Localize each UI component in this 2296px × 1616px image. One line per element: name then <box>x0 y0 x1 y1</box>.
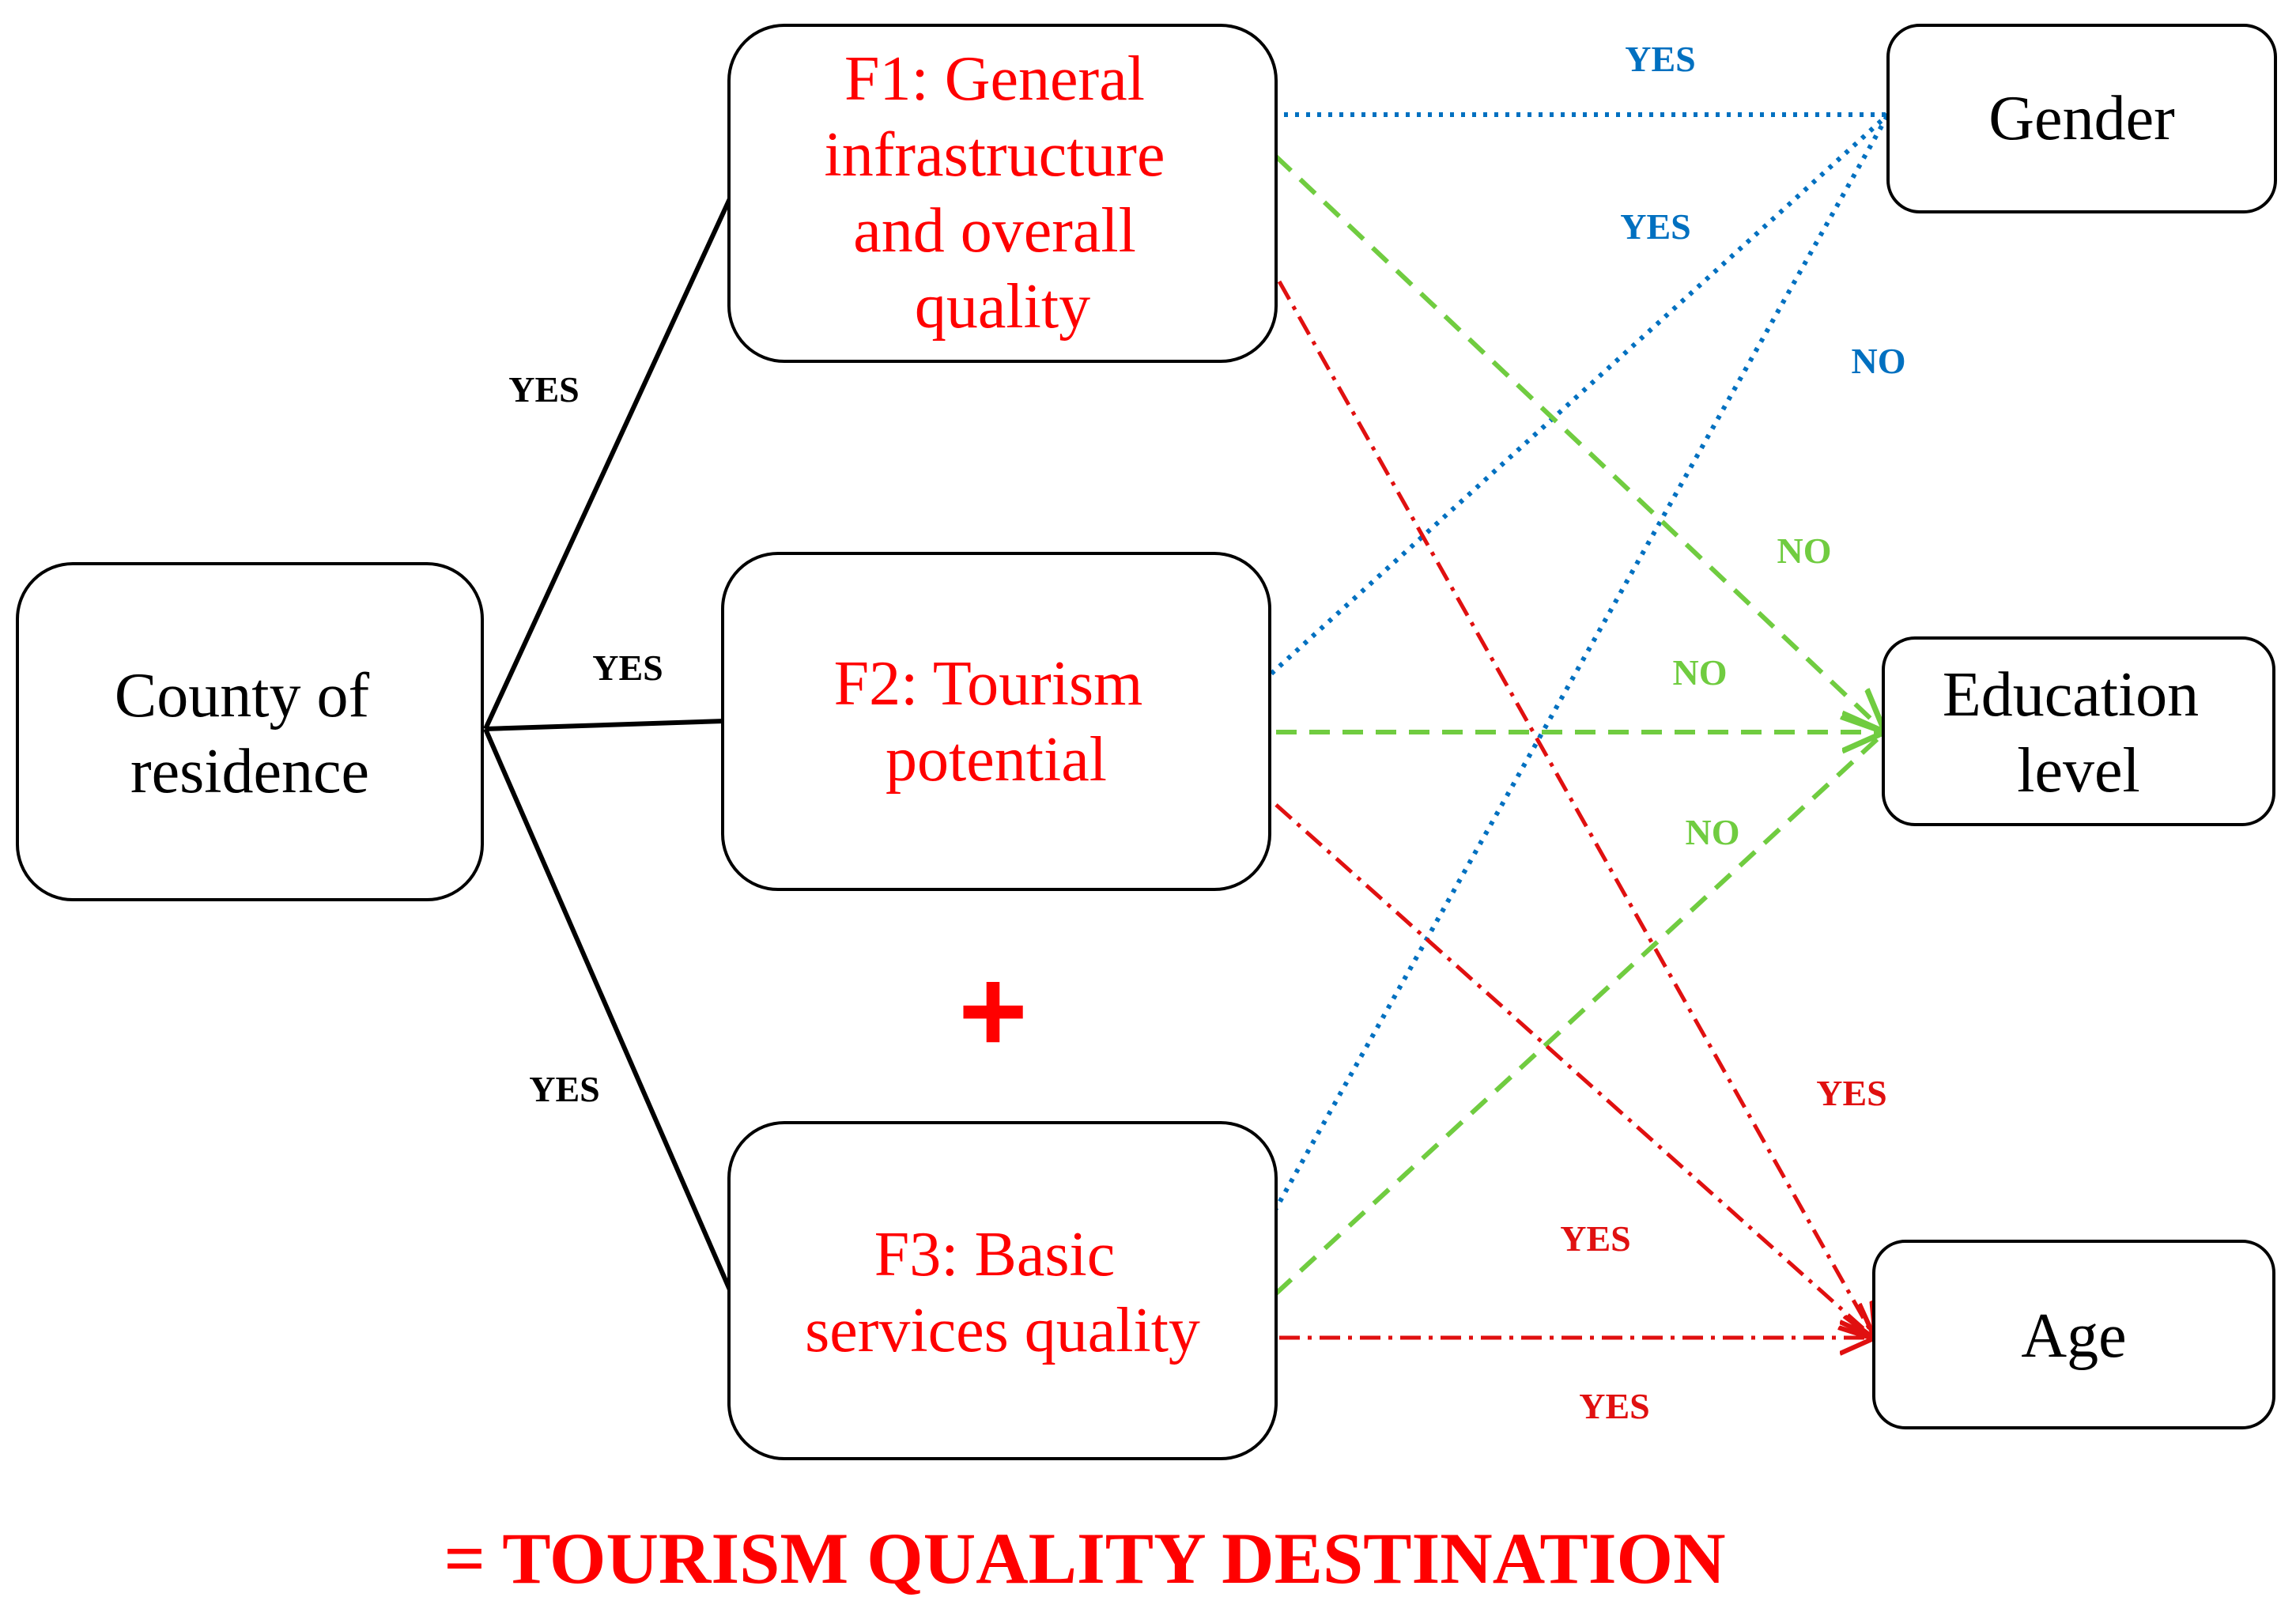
label-f3-education: NO <box>1686 812 1740 852</box>
node-f3-basic-services: F3: Basic services quality <box>727 1121 1278 1460</box>
svg-text:F3: Basic services quali: F3: Basic services quality <box>805 1220 1200 1365</box>
node-county-line-1: County of <box>115 661 370 731</box>
edge-f1-age <box>1277 280 1875 1339</box>
edge-county-f1 <box>483 194 734 731</box>
svg-text:County of residence: County of residence <box>115 661 385 806</box>
node-education-line-1: Education <box>1943 660 2199 730</box>
node-f2-line-2: potential <box>886 725 1107 795</box>
label-county-f2: YES <box>592 648 663 688</box>
node-county-of-residence: County of residence <box>16 562 484 901</box>
svg-text:F1: General infrastructu: F1: General infrastructure and overall q… <box>825 44 1181 342</box>
label-f2-age: YES <box>1560 1218 1630 1259</box>
edge-f1-education <box>1274 154 1885 732</box>
label-f1-gender: YES <box>1625 39 1695 79</box>
svg-text:Age: Age <box>2021 1301 2126 1371</box>
node-gender: Gender <box>1886 24 2277 213</box>
label-f1-age: YES <box>1816 1073 1886 1113</box>
node-county-line-2: residence <box>130 737 369 806</box>
node-f1-line-3: and overall <box>853 196 1136 266</box>
node-f1-general-infrastructure: F1: General infrastructure and overall q… <box>727 24 1278 363</box>
edge-county-f3 <box>483 727 734 1295</box>
edge-f3-gender <box>1272 113 1890 1213</box>
label-f3-age: YES <box>1579 1386 1649 1426</box>
node-f3-line-2: services quality <box>805 1296 1200 1365</box>
node-gender-label: Gender <box>1988 84 2174 153</box>
node-age: Age <box>1872 1240 2275 1429</box>
footer-title: = TOURISM QUALITY DESTINATION <box>444 1518 1725 1599</box>
node-f3-line-1: F3: Basic <box>874 1220 1115 1289</box>
node-f1-line-2: infrastructure <box>825 120 1165 190</box>
node-f1-line-1: F1: General <box>844 44 1145 114</box>
edge-f3-education <box>1274 730 1887 1296</box>
node-education-level: Education level <box>1882 636 2275 826</box>
node-age-label: Age <box>2021 1301 2126 1371</box>
label-f1-education: NO <box>1777 530 1832 571</box>
plus-sign: + <box>958 944 1028 1077</box>
node-f1-line-4: quality <box>915 272 1090 342</box>
svg-text:Gender: Gender <box>1988 84 2174 153</box>
svg-text:Education level: Education level <box>1943 660 2215 806</box>
svg-text:F2: Tourism potential: F2: Tourism potential <box>834 649 1159 795</box>
label-county-f1: YES <box>508 369 579 410</box>
node-f2-tourism-potential: F2: Tourism potential <box>721 552 1271 891</box>
node-f2-line-1: F2: Tourism <box>834 649 1143 719</box>
node-education-line-2: level <box>2017 736 2139 806</box>
label-county-f3: YES <box>529 1069 599 1109</box>
edge-f2-gender <box>1269 112 1890 676</box>
edge-f2-age <box>1275 803 1875 1339</box>
label-f3-gender: NO <box>1852 341 1906 381</box>
label-f2-gender: YES <box>1620 206 1690 247</box>
edge-county-f2 <box>485 719 725 731</box>
label-f2-education: NO <box>1673 652 1728 693</box>
